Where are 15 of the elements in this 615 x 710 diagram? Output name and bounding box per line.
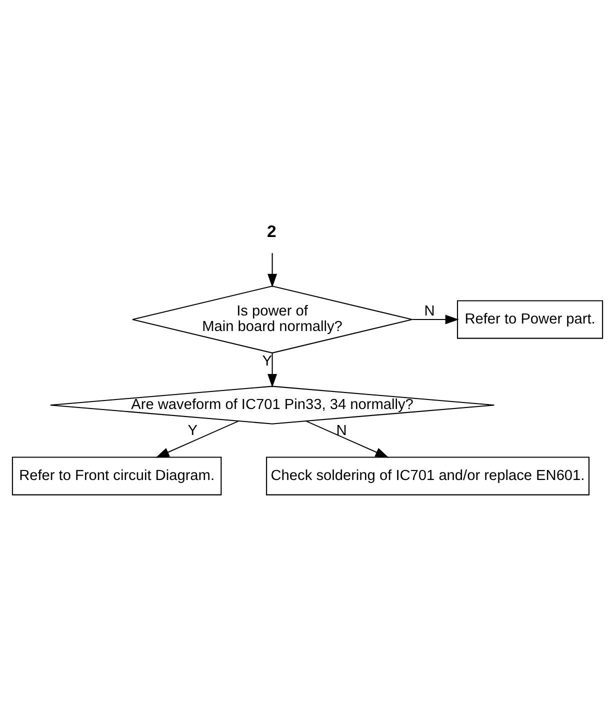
node-text: 2 (267, 222, 276, 241)
node-box: Refer to Power part. (456, 300, 604, 339)
arrow (268, 353, 278, 388)
node-diamond: Are waveform of IC701 Pin33, 34 normally? (50, 386, 495, 424)
node-box: Refer to Front circuit Diagram. (12, 456, 222, 496)
arrow (156, 420, 239, 458)
edge-label: Y (188, 423, 198, 440)
arrow (306, 420, 389, 458)
edge-label: Y (262, 354, 272, 370)
node-diamond: Is power of Main board normally? (132, 286, 413, 354)
arrow (412, 314, 459, 324)
node-box: Check soldering of IC701 and/or replace EN601. (266, 456, 590, 496)
edge-label: N (424, 304, 435, 320)
edge-label: N (336, 423, 347, 440)
arrow (268, 253, 278, 288)
